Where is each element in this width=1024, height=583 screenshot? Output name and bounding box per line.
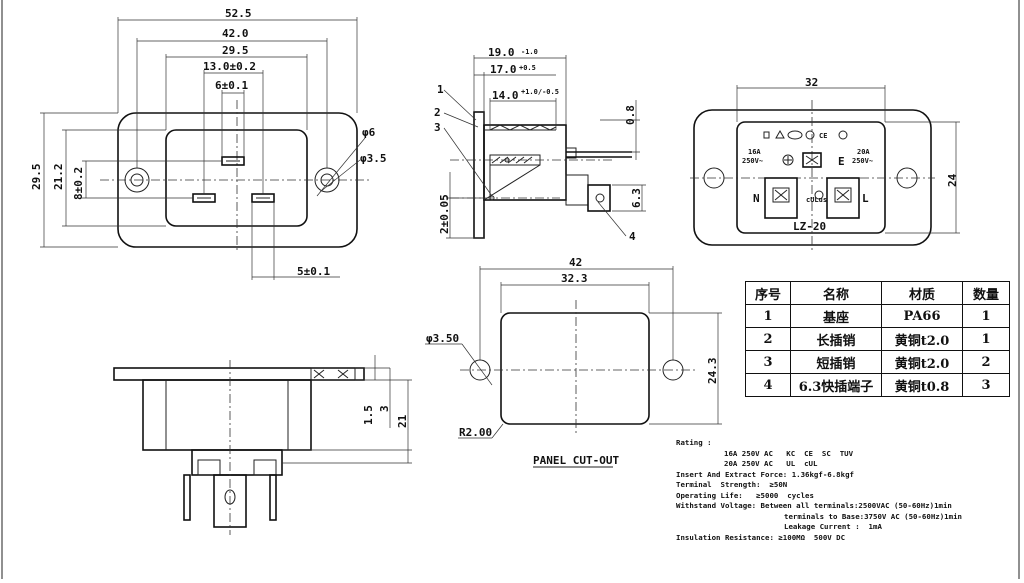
dim-29-5: 29.5	[222, 44, 249, 57]
dim-0-8: 0.8	[624, 105, 637, 125]
cell-quantity: 3	[962, 373, 1010, 397]
dim-14: 14.0	[492, 89, 519, 102]
dim-14-tol: +1.0/-0.5	[521, 88, 559, 96]
dim-phi-6: φ6	[362, 126, 376, 139]
ul-mark-icon: cULus	[806, 196, 827, 204]
cell-name: 长插销	[790, 327, 882, 351]
header-index: 序号	[745, 281, 791, 305]
dim-32-3: 32.3	[561, 272, 588, 285]
dim-42-0: 42.0	[222, 27, 249, 40]
rating-line-2: 20A 250V AC UL cUL	[724, 459, 818, 468]
callout-1: 1	[437, 83, 444, 96]
cell-material: 黄铜t0.8	[881, 373, 963, 397]
table-header-row: 序号 名称 材质 数量	[745, 281, 1010, 305]
dim-29-5-vertical: 29.5	[30, 164, 43, 191]
cell-material: 黄铜t2.0	[881, 327, 963, 351]
table-row: 4 6.3快插端子 黄铜t0.8 3	[745, 373, 1010, 397]
bill-of-materials-table: 序号 名称 材质 数量 1 基座 PA66 1 2 长插销 黄铜t2.0 1 3…	[745, 281, 1010, 397]
rating-label: Rating :	[676, 438, 712, 447]
terminal-strength: Terminal Strength: ≥50N	[676, 480, 788, 489]
model-label: LZ-20	[793, 220, 826, 233]
dim-13-0: 13.0±0.2	[203, 60, 256, 73]
front-view	[40, 17, 372, 280]
panel-cutout-labels: 42 32.3 24.3 φ3.50 R2.00 PANEL CUT-OUT	[426, 256, 719, 467]
dim-3: 3	[378, 405, 391, 412]
dim-phi-3-50: φ3.50	[426, 332, 459, 345]
dim-2: 2±0.05	[438, 194, 451, 234]
bottom-view	[113, 355, 412, 535]
withstand-voltage-2: terminals to Base:3750V AC (50-60Hz)1min	[784, 511, 962, 521]
ce-mark-icon: CE	[819, 132, 827, 140]
terminal-n-label: N	[753, 192, 760, 205]
rating-line-1: 16A 250V AC KC CE SC TUV	[724, 448, 854, 458]
operating-life: Operating Life: ≥5000 cycles	[676, 490, 814, 500]
bottom-view-dimensions: 1.5 3 21	[362, 405, 409, 428]
callout-3: 3	[434, 121, 441, 134]
rear-view: CE cULus	[690, 85, 960, 252]
cell-name: 短插销	[790, 350, 882, 374]
dim-52-5: 52.5	[225, 7, 252, 20]
cell-name: 6.3快插端子	[790, 373, 882, 397]
withstand-voltage-1: Withstand Voltage: Between all terminals…	[676, 501, 952, 510]
dim-21-2-vertical: 21.2	[52, 164, 65, 191]
panel-cutout-view	[425, 266, 722, 468]
cell-quantity: 2	[962, 350, 1010, 374]
insert-extract-force: Insert And Extract Force: 1.36kgf-6.8kgf	[676, 469, 854, 479]
cell-material: 黄铜t2.0	[881, 350, 963, 374]
cell-name: 基座	[790, 304, 882, 328]
dim-8-vertical: 8±0.2	[72, 167, 85, 200]
cell-quantity: 1	[962, 327, 1010, 351]
terminal-l-label: L	[862, 192, 869, 205]
header-quantity: 数量	[962, 281, 1010, 305]
rating-20a-voltage: 250V~	[852, 157, 873, 165]
dim-19: 19.0	[488, 46, 515, 59]
cell-index: 4	[745, 373, 791, 397]
cell-index: 1	[745, 304, 791, 328]
dim-r2-00: R2.00	[459, 426, 492, 439]
insulation-resistance: Insulation Resistance: ≥100MΩ 500V DC	[676, 532, 846, 542]
cell-material: PA66	[881, 304, 963, 328]
front-view-dimensions: 52.5 42.0 29.5 13.0±0.2 6±0.1 29.5 21.2 …	[30, 7, 387, 278]
side-view-dimensions: 19.0 -1.0 17.0 +0.5 14.0 +1.0/-0.5 0.8 6…	[434, 46, 643, 243]
panel-cutout-title: PANEL CUT-OUT	[533, 454, 619, 467]
rating-16a-voltage: 250V~	[742, 157, 763, 165]
table-row: 2 长插销 黄铜t2.0 1	[745, 327, 1010, 351]
dim-17-tol: +0.5	[519, 64, 536, 72]
dim-21: 21	[396, 414, 409, 428]
side-view	[443, 55, 646, 239]
terminal-e-label: E	[838, 155, 845, 168]
dim-17: 17.0	[490, 63, 517, 76]
dim-24-3: 24.3	[706, 358, 719, 385]
rating-20a: 20A	[857, 148, 870, 156]
table-row: 1 基座 PA66 1	[745, 304, 1010, 328]
dim-1-5: 1.5	[362, 405, 375, 425]
rear-view-labels: 32 24 16A 250V~ 20A 250V~ N E L LZ-20	[742, 76, 959, 233]
dim-5: 5±0.1	[297, 265, 330, 278]
cell-index: 3	[745, 350, 791, 374]
cell-index: 2	[745, 327, 791, 351]
leakage-current: Leakage Current : 1mA	[784, 522, 882, 531]
table-row: 3 短插销 黄铜t2.0 2	[745, 350, 1010, 374]
dim-19-tol: -1.0	[521, 48, 538, 56]
dim-32: 32	[805, 76, 818, 89]
rating-16a: 16A	[748, 148, 761, 156]
dim-6-3: 6.3	[630, 188, 643, 208]
dim-24: 24	[946, 173, 959, 187]
callout-2: 2	[434, 106, 441, 119]
dim-42: 42	[569, 256, 582, 269]
dim-6: 6±0.1	[215, 79, 248, 92]
header-material: 材质	[881, 281, 963, 305]
cell-quantity: 1	[962, 304, 1010, 328]
dim-phi-3-5: φ3.5	[360, 152, 387, 165]
header-name: 名称	[790, 281, 882, 305]
callout-4: 4	[629, 230, 636, 243]
